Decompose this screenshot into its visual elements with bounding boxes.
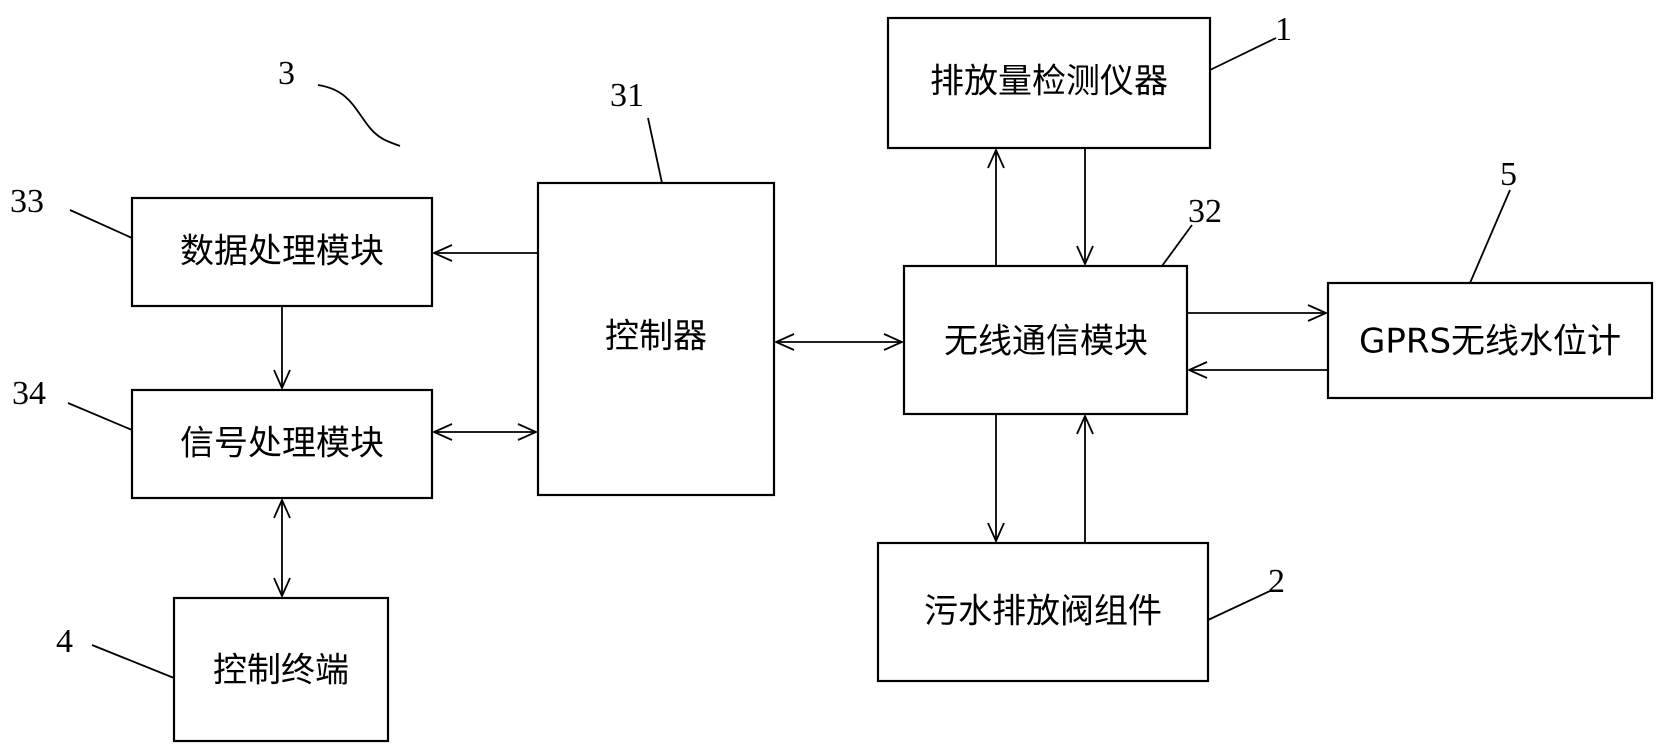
signal-processing-label: 信号处理模块	[180, 424, 384, 464]
sewage-valve-label: 污水排放阀组件	[924, 592, 1162, 632]
ref-number-5: 5	[1500, 156, 1517, 193]
emission-meter-label: 排放量检测仪器	[930, 62, 1168, 102]
leader-4	[91, 644, 175, 679]
leader-2	[1207, 589, 1273, 621]
ref-number-3: 3	[278, 55, 295, 92]
ref-number-4: 4	[56, 623, 73, 660]
ref-number-32: 32	[1188, 193, 1222, 230]
controller-label: 控制器	[605, 317, 707, 357]
leader-3	[317, 84, 401, 147]
ref-number-33: 33	[10, 183, 44, 220]
leader-31	[647, 117, 663, 184]
wireless-comm-label: 无线通信模块	[944, 322, 1148, 362]
leader-1	[1209, 37, 1277, 71]
control-terminal-label: 控制终端	[213, 651, 349, 691]
box-gprs-water-gauge: GPRS无线水位计	[1326, 281, 1654, 400]
gprs-water-gauge-label: GPRS无线水位计	[1359, 322, 1621, 362]
ref-number-34: 34	[12, 375, 46, 412]
box-wireless-comm: 无线通信模块	[902, 264, 1189, 416]
box-data-processing: 数据处理模块	[130, 196, 434, 308]
ref-number-31: 31	[610, 77, 644, 114]
ref-number-1: 1	[1275, 11, 1292, 48]
ref-number-2: 2	[1268, 563, 1285, 600]
box-controller: 控制器	[536, 181, 776, 497]
leader-5	[1469, 189, 1511, 284]
leader-34	[67, 402, 133, 431]
box-emission-meter: 排放量检测仪器	[886, 16, 1212, 150]
box-sewage-valve: 污水排放阀组件	[876, 541, 1210, 683]
data-processing-label: 数据处理模块	[180, 232, 384, 272]
box-signal-processing: 信号处理模块	[130, 388, 434, 500]
box-control-terminal: 控制终端	[172, 596, 390, 743]
leader-33	[69, 209, 133, 239]
leader-32	[1161, 224, 1193, 267]
